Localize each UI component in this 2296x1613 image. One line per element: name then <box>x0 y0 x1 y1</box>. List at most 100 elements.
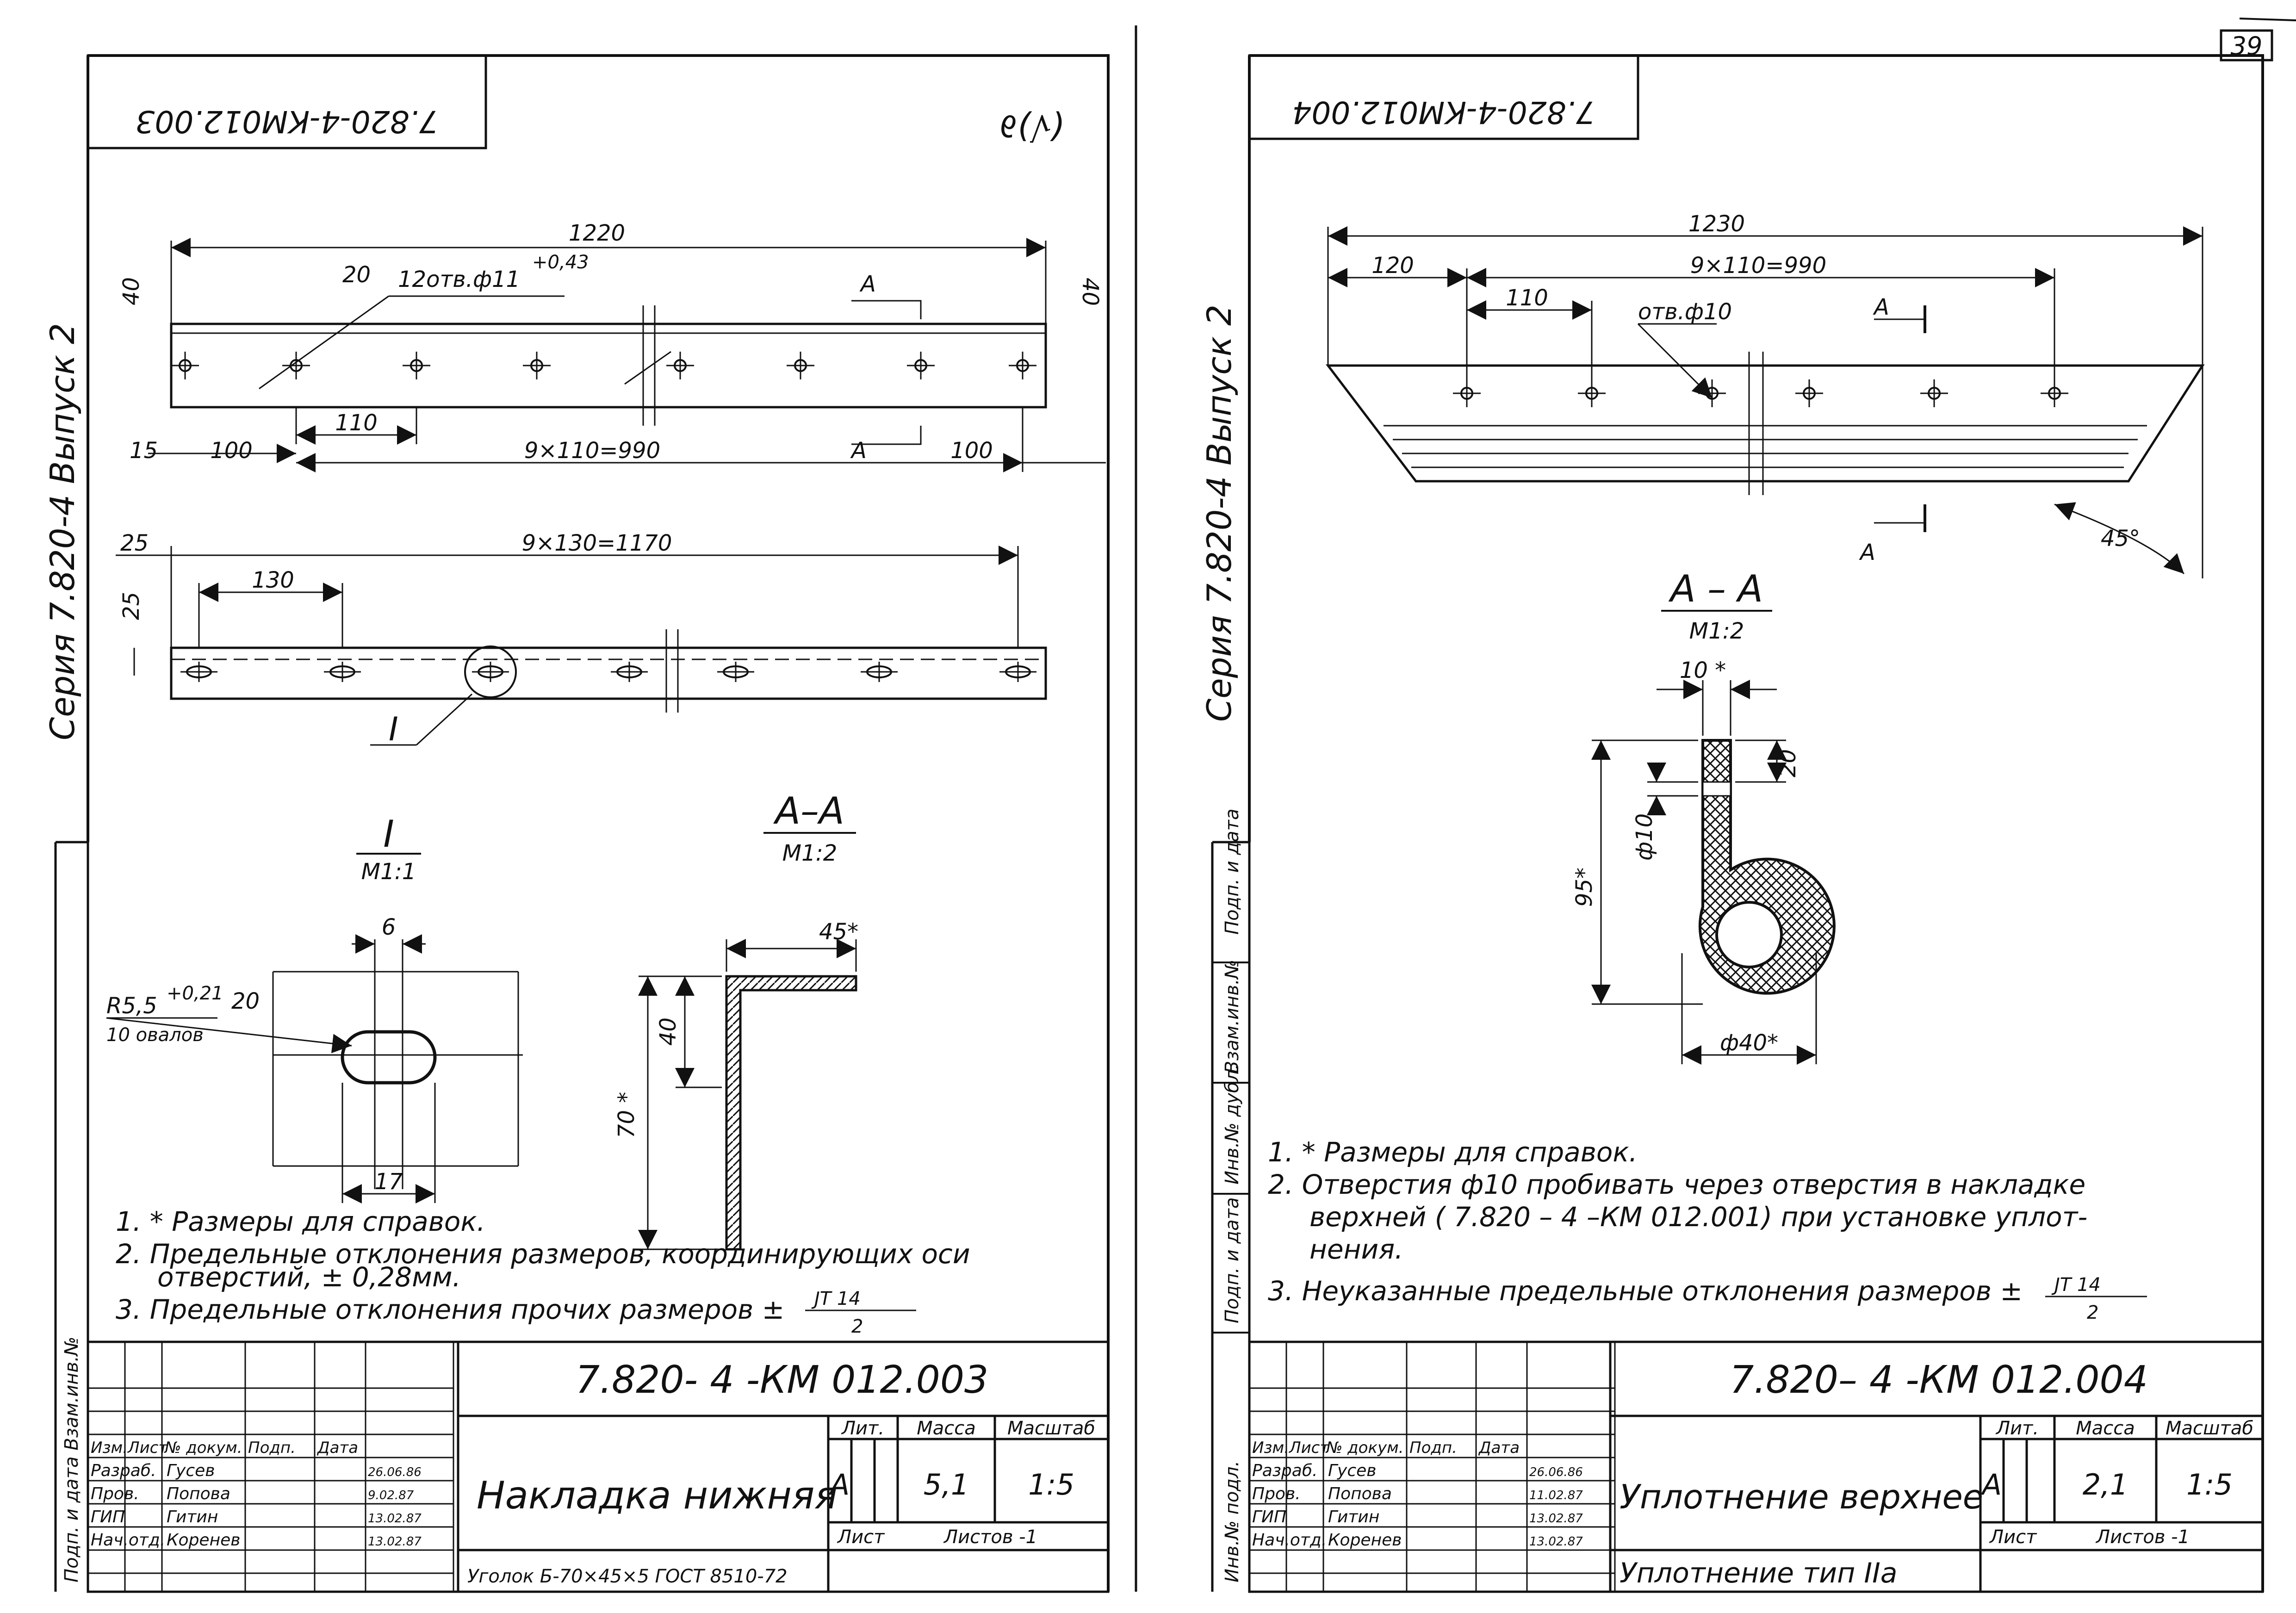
svg-text:1:5: 1:5 <box>2186 1468 2233 1501</box>
right-dim-1230: 1230 <box>1688 211 1745 237</box>
left-dim-25a: 25 <box>120 530 149 556</box>
svg-text:М1:2: М1:2 <box>782 840 838 866</box>
title-block-person: Гитин <box>167 1508 218 1526</box>
svg-text:20: 20 <box>231 988 260 1014</box>
svg-text:Масштаб: Масштаб <box>2166 1418 2253 1439</box>
hole-marker <box>171 352 199 379</box>
left-holes-top <box>171 352 1036 379</box>
svg-text:2: 2 <box>851 1316 863 1337</box>
title-block-date: 13.02.87 <box>368 1535 422 1549</box>
title-block-date: 13.02.87 <box>1529 1512 1583 1526</box>
left-dim-130: 130 <box>252 567 294 593</box>
oval-hole-marker <box>611 662 648 682</box>
svg-text:1:5: 1:5 <box>1028 1468 1074 1501</box>
svg-text:2: 2 <box>2087 1302 2098 1323</box>
hole-marker <box>523 352 551 379</box>
svg-text:М1:2: М1:2 <box>1689 618 1744 644</box>
oval-hole-marker <box>324 662 361 682</box>
hole-marker <box>403 352 430 379</box>
svg-text:Листов -1: Листов -1 <box>943 1526 1037 1548</box>
svg-text:10 овалов: 10 овалов <box>106 1024 204 1046</box>
left-cut-a1: А <box>859 271 876 297</box>
title-block-role: ГИП <box>91 1508 125 1526</box>
left-roughness: (√)∂ <box>1000 108 1064 147</box>
hole-marker <box>907 352 935 379</box>
svg-text:Уплотнение тип IIа: Уплотнение тип IIа <box>1620 1557 1898 1589</box>
svg-text:2. Предельные отклонения разме: 2. Предельные отклонения размеров, коорд… <box>116 1238 970 1270</box>
left-dim-1170: 9×130=1170 <box>522 530 672 556</box>
title-block-header: № докум. <box>164 1439 242 1457</box>
left-dim-1220: 1220 <box>569 220 625 246</box>
svg-text:40: 40 <box>655 1017 681 1046</box>
svg-text:Масса: Масса <box>2076 1418 2135 1439</box>
right-margin-title: Серия 7.820-4 Выпуск 2 <box>1200 304 1239 722</box>
left-stamp-code: 7.820-4-КМ012.003 <box>135 104 438 139</box>
svg-text:верхней ( 7.820 – 4 –КМ 012.00: верхней ( 7.820 – 4 –КМ 012.001) при уст… <box>1309 1201 2087 1233</box>
right-angle: 45° <box>2101 526 2140 552</box>
svg-text:6: 6 <box>382 914 396 940</box>
svg-text:отверстий, ± 0,28мм.: отверстий, ± 0,28мм. <box>157 1261 461 1293</box>
left-drawing: Подп. и дата Взам.инв.№ Серия 7.820-4 Вы… <box>43 54 1110 1593</box>
left-dim-25b: 25 <box>118 592 144 620</box>
svg-text:5,1: 5,1 <box>924 1468 969 1501</box>
title-block-person: Коренев <box>167 1531 241 1550</box>
title-block-date: 9.02.87 <box>368 1489 414 1502</box>
svg-text:Лит.: Лит. <box>1995 1418 2039 1439</box>
oval-hole-marker <box>717 662 754 682</box>
left-holes-tol: +0,43 <box>532 252 589 273</box>
svg-text:Листов -1: Листов -1 <box>2095 1526 2190 1548</box>
svg-text:Лист: Лист <box>1989 1526 2037 1548</box>
svg-text:2,1: 2,1 <box>2083 1468 2128 1501</box>
left-dim-110: 110 <box>335 410 378 436</box>
title-block-header: Дата <box>316 1439 358 1457</box>
svg-text:45*: 45* <box>819 919 858 945</box>
title-block-person: Гусев <box>167 1461 215 1480</box>
title-block-header: Лист <box>1288 1439 1329 1457</box>
svg-text:2. Отверстия ф10 пробивать чер: 2. Отверстия ф10 пробивать через отверст… <box>1268 1169 2085 1200</box>
svg-text:1. * Размеры для справок.: 1. * Размеры для справок. <box>1268 1136 1638 1168</box>
svg-text:нения.: нения. <box>1309 1234 1403 1265</box>
svg-text:ф10: ф10 <box>1632 813 1657 861</box>
svg-text:Уголок Б-70×45×5 ГОСТ 8510-72: Уголок Б-70×45×5 ГОСТ 8510-72 <box>467 1566 788 1587</box>
svg-text:Лист: Лист <box>837 1526 885 1548</box>
title-block-person: Попова <box>167 1484 230 1503</box>
svg-text:ф40*: ф40* <box>1720 1030 1778 1056</box>
title-block-role: Пров. <box>1252 1484 1301 1503</box>
hole-marker <box>1698 379 1726 407</box>
svg-text:17: 17 <box>374 1169 403 1195</box>
hole-marker <box>1009 352 1036 379</box>
svg-text:Масштаб: Масштаб <box>1007 1418 1095 1439</box>
title-block-role: Разраб. <box>91 1461 156 1480</box>
left-dim-100a: 100 <box>210 438 253 464</box>
title-block-header: Дата <box>1478 1439 1520 1457</box>
title-block-header: Подп. <box>248 1439 296 1457</box>
title-block-role: Разраб. <box>1252 1461 1317 1480</box>
right-title-block: 7.820– 4 -КМ 012.004 Лит. Масса Масштаб … <box>1248 1340 2264 1593</box>
title-block-date: 26.06.86 <box>1529 1465 1583 1479</box>
svg-text:3. Предельные отклонения прочи: 3. Предельные отклонения прочих размеров… <box>116 1294 784 1325</box>
stamp-vertical-label: Инв.№ подл. <box>1222 1461 1243 1582</box>
svg-text:R5,5: R5,5 <box>106 993 157 1019</box>
left-holes-label: 12отв.ф11 <box>398 267 520 292</box>
stamp-vertical-label: Взам.инв.№ <box>1222 960 1243 1073</box>
svg-text:А: А <box>1980 1468 2002 1501</box>
title-block-date: 13.02.87 <box>368 1512 422 1526</box>
title-block-person: Попова <box>1328 1484 1392 1503</box>
left-callout-i: I <box>389 710 398 748</box>
svg-text:I: I <box>383 813 394 856</box>
title-block-date: 26.06.86 <box>368 1465 422 1479</box>
svg-text:JT 14: JT 14 <box>811 1288 861 1309</box>
svg-text:7.820- 4 -КМ 012.003: 7.820- 4 -КМ 012.003 <box>576 1358 988 1402</box>
title-block-person: Коренев <box>1328 1531 1402 1550</box>
left-dim-40a: 40 <box>118 277 144 305</box>
right-plan-view <box>1325 352 2205 495</box>
stamp-vertical-label: Подп. и дата <box>1222 1197 1243 1323</box>
title-block-header: № докум. <box>1325 1439 1404 1457</box>
right-notes: 1. * Размеры для справок. 2. Отверстия ф… <box>1268 1136 2147 1323</box>
svg-text:10 *: 10 * <box>1680 658 1726 683</box>
svg-text:А–А: А–А <box>773 789 844 832</box>
left-section-aa: А–А М1:2 45* 40 70 * <box>614 789 858 1251</box>
